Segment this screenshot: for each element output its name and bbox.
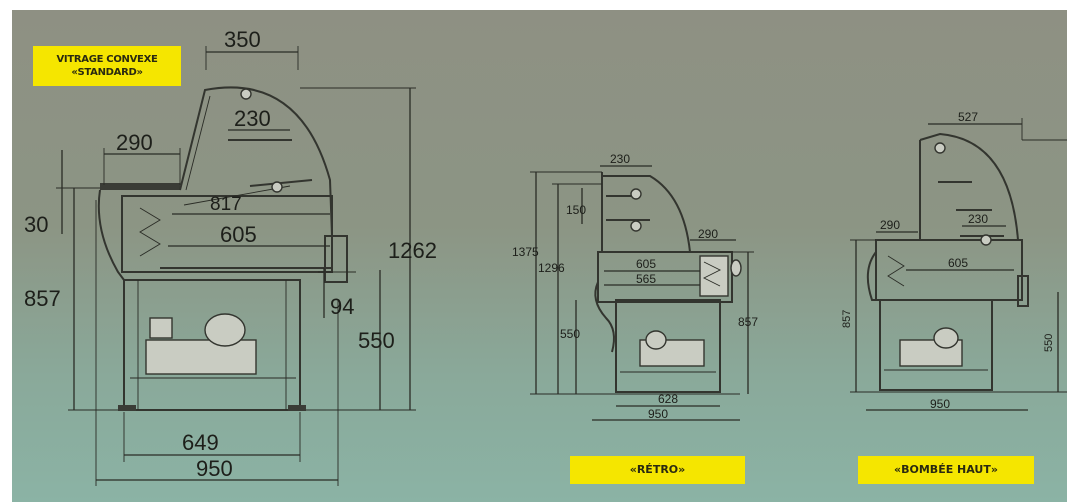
std-unit bbox=[149, 317, 173, 339]
bom-rear-panel bbox=[1017, 275, 1029, 307]
std-txt-290: 290 bbox=[116, 130, 153, 155]
ret-glass-curve bbox=[602, 175, 691, 253]
drawing-standard: 350 230 290 30 817 605 1262 857 94 550 6… bbox=[24, 27, 437, 486]
std-txt-1262: 1262 bbox=[388, 238, 437, 263]
std-txt-230: 230 bbox=[234, 106, 271, 131]
bom-txt-550: 550 bbox=[1043, 334, 1055, 352]
ret-txt-1375: 1375 bbox=[512, 245, 539, 259]
ret-front-curve bbox=[594, 281, 615, 353]
drawing-bombee-haut: 527 290 230 605 857 550 950 bbox=[841, 110, 1067, 411]
bom-front-curve bbox=[866, 251, 880, 301]
std-floor-foot2 bbox=[288, 405, 306, 411]
ret-txt-1296: 1296 bbox=[538, 261, 565, 275]
ret-txt-150: 150 bbox=[566, 203, 586, 217]
label-retro: «RÉTRO» bbox=[570, 456, 745, 484]
ret-rear-knob bbox=[730, 259, 742, 277]
bom-lamp-2 bbox=[980, 234, 992, 246]
bom-txt-857: 857 bbox=[841, 310, 853, 328]
std-compressor-box bbox=[145, 339, 257, 375]
std-lamp-2 bbox=[271, 181, 283, 193]
label-bombee-haut: «BOMBÉE HAUT» bbox=[858, 456, 1034, 484]
drawing-retro: 230 150 1375 1296 290 605 565 550 857 62… bbox=[512, 152, 758, 421]
std-glass-inner bbox=[185, 95, 211, 191]
ret-counter bbox=[597, 251, 733, 303]
std-base-frame bbox=[123, 279, 301, 411]
std-compressor bbox=[204, 313, 246, 347]
bom-txt-230: 230 bbox=[968, 212, 988, 226]
label-vitrage-standard: VITRAGE CONVEXE «STANDARD» bbox=[33, 46, 181, 86]
ret-txt-857: 857 bbox=[738, 315, 758, 329]
bom-counter bbox=[875, 239, 1023, 301]
bom-glass-curve bbox=[919, 132, 1019, 241]
std-txt-817: 817 bbox=[210, 194, 242, 215]
ret-compressor bbox=[645, 330, 667, 350]
ret-txt-565: 565 bbox=[636, 272, 656, 286]
std-txt-94: 94 bbox=[330, 294, 354, 319]
std-txt-550: 550 bbox=[358, 328, 395, 353]
bom-txt-290: 290 bbox=[880, 218, 900, 232]
ret-txt-950: 950 bbox=[648, 407, 668, 421]
bom-txt-527: 527 bbox=[958, 110, 978, 124]
top-border bbox=[0, 0, 1067, 10]
std-glass-front bbox=[179, 86, 333, 237]
bom-coil bbox=[887, 255, 905, 287]
ret-lamp-1 bbox=[630, 188, 642, 200]
std-txt-350: 350 bbox=[224, 27, 261, 52]
label-standard-line1: VITRAGE CONVEXE bbox=[56, 54, 158, 65]
bom-compressor bbox=[933, 327, 959, 349]
ret-coil bbox=[702, 261, 722, 287]
ret-txt-550: 550 bbox=[560, 327, 580, 341]
std-txt-649: 649 bbox=[182, 430, 219, 455]
std-coil bbox=[139, 207, 161, 257]
label-standard-line2: «STANDARD» bbox=[71, 67, 143, 78]
std-txt-605: 605 bbox=[220, 222, 257, 247]
std-floor-foot bbox=[118, 405, 136, 411]
ret-base-frame bbox=[615, 299, 721, 393]
left-border bbox=[0, 0, 12, 502]
ret-lamp-2 bbox=[630, 220, 642, 232]
std-front-curve bbox=[97, 189, 125, 281]
ret-txt-290: 290 bbox=[698, 227, 718, 241]
bom-lamp-1 bbox=[934, 142, 946, 154]
bom-txt-950: 950 bbox=[930, 397, 950, 411]
bom-txt-605: 605 bbox=[948, 256, 968, 270]
std-txt-950: 950 bbox=[196, 456, 233, 481]
ret-txt-605: 605 bbox=[636, 257, 656, 271]
std-lamp-1 bbox=[240, 88, 252, 100]
std-counter-top bbox=[100, 183, 180, 190]
std-txt-30: 30 bbox=[24, 212, 48, 237]
std-rear-panel bbox=[324, 235, 348, 283]
std-txt-857: 857 bbox=[24, 286, 61, 311]
ret-txt-628: 628 bbox=[658, 392, 678, 406]
ret-txt-230: 230 bbox=[610, 152, 630, 166]
